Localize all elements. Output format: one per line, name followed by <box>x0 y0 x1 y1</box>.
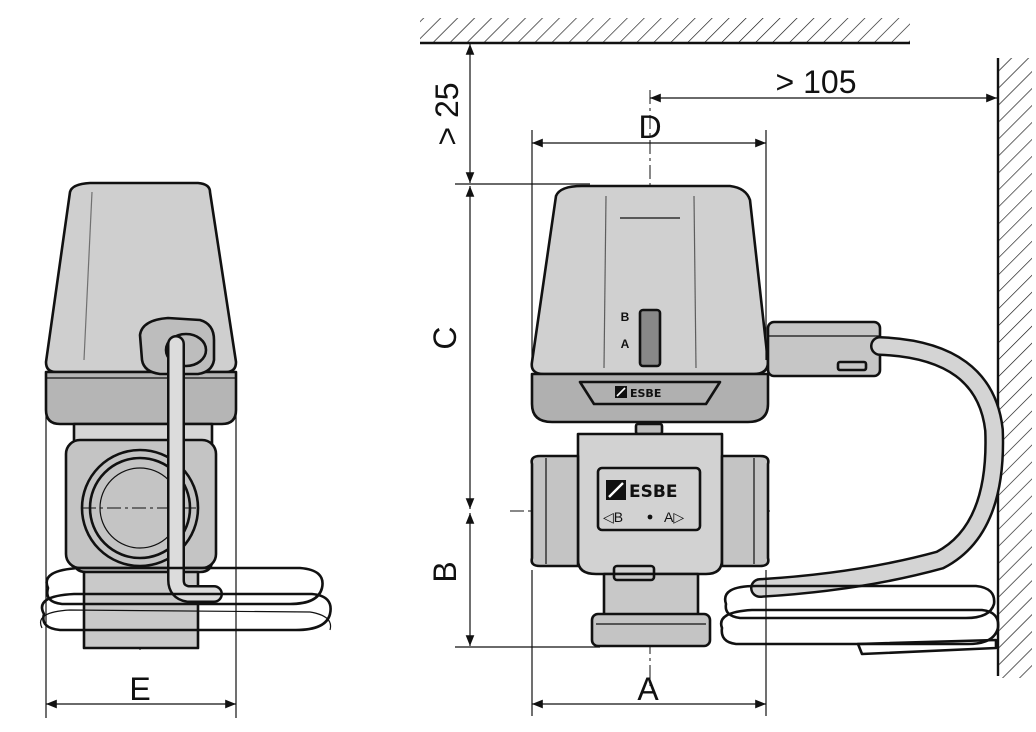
dim-label-a: A <box>637 671 659 707</box>
side-cable-coil <box>40 566 332 632</box>
wall <box>996 58 1032 678</box>
dim-label-clearance-top: > 25 <box>429 82 465 145</box>
valve-logo: ESBE <box>606 480 677 502</box>
front-view-valve <box>510 90 1005 690</box>
dim-label-e: E <box>129 671 150 707</box>
actuator-position-b: B <box>621 310 630 324</box>
valve-brand: ESBE <box>629 482 677 502</box>
valve-port-b: ◁B <box>603 509 623 525</box>
front-cable-coil <box>719 584 1000 656</box>
dimension-lines <box>46 43 997 716</box>
side-view-valve <box>40 181 332 718</box>
dim-label-b: B <box>427 561 463 582</box>
dim-label-d: D <box>638 109 661 145</box>
valve-center-dot <box>647 514 653 520</box>
dim-label-c: C <box>427 326 463 349</box>
valve-port-a: A▷ <box>664 509 684 525</box>
dim-label-clearance-side: > 105 <box>776 64 857 100</box>
actuator-brand: ESBE <box>630 387 661 400</box>
ceiling <box>420 18 910 45</box>
actuator-position-a: A <box>621 337 630 351</box>
actuator-logo: ESBE <box>615 386 661 400</box>
